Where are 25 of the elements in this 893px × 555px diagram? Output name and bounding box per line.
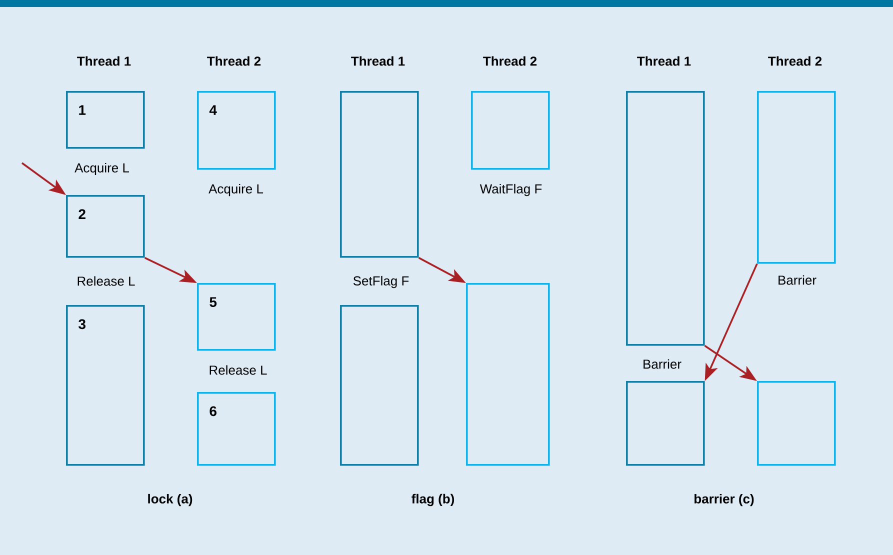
step-box: 1 xyxy=(66,91,145,149)
step-box xyxy=(466,283,550,466)
operation-label: Release L xyxy=(78,276,135,286)
step-box xyxy=(757,91,836,264)
step-box xyxy=(340,91,419,258)
step-box xyxy=(757,381,836,466)
step-box: 3 xyxy=(66,305,145,466)
step-box xyxy=(626,91,705,346)
panel-caption: flag (b) xyxy=(412,494,454,506)
step-box: 6 xyxy=(197,392,276,466)
step-box xyxy=(471,91,550,170)
operation-label: Acquire L xyxy=(74,162,130,176)
operation-label: Barrier xyxy=(644,359,682,369)
step-box xyxy=(340,305,419,466)
step-box: 5 xyxy=(197,283,276,351)
operation-label: Barrier xyxy=(778,275,816,285)
operation-label: SetFlag F xyxy=(353,276,409,288)
panel-caption: barrier (c) xyxy=(694,494,754,506)
step-box: 2 xyxy=(66,195,145,258)
step-box: 4 xyxy=(197,91,276,170)
operation-label: Release L xyxy=(210,365,267,375)
step-box xyxy=(626,381,705,466)
panel-caption: lock (a) xyxy=(148,494,192,506)
operation-label: Acquire L xyxy=(208,184,264,196)
operation-label: WaitFlag F xyxy=(480,184,542,196)
